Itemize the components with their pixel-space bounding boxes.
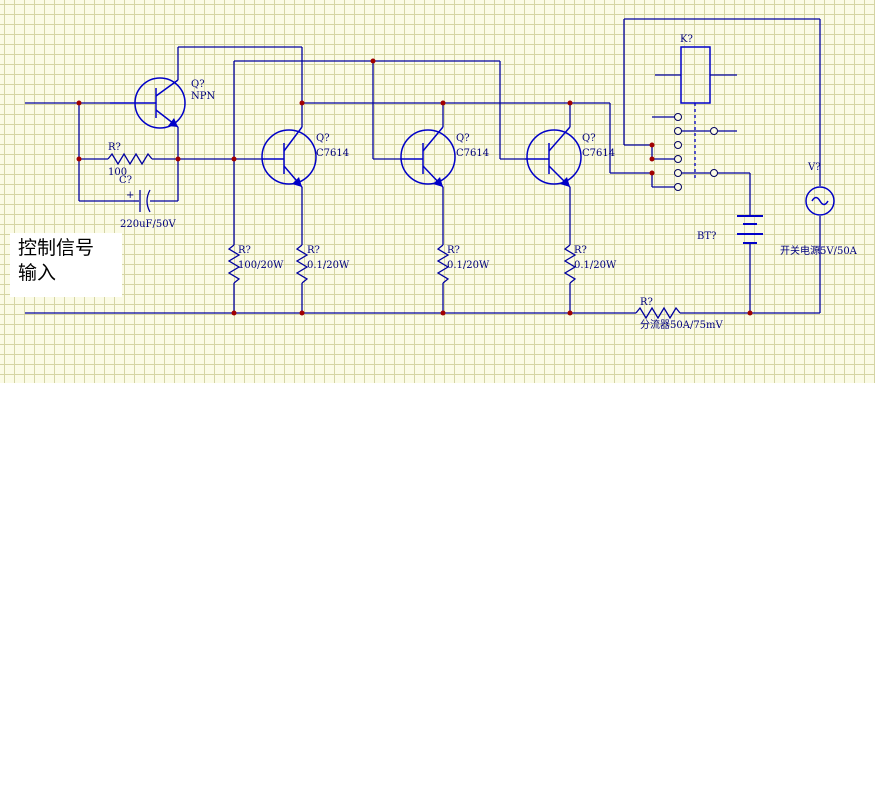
- junction-dots: [76, 58, 753, 316]
- r5-ref-label: R?: [574, 245, 587, 256]
- r1-ref-label: R?: [108, 142, 121, 153]
- c1-value-label: 220uF/50V: [120, 219, 177, 230]
- battery-ref-label: BT?: [697, 231, 716, 242]
- r2-value-label: 100/20W: [238, 260, 284, 271]
- transistor-q4: [525, 126, 582, 188]
- relay-ref-label: K?: [680, 34, 693, 45]
- transistor-q1: [110, 77, 186, 129]
- q2-type-label: C7614: [316, 148, 349, 159]
- q3-type-label: C7614: [456, 148, 489, 159]
- shunt-ref-label: R?: [640, 297, 653, 308]
- q4-type-label: C7614: [582, 148, 615, 159]
- capacitor-c1: [133, 189, 151, 213]
- battery-bt: [737, 215, 763, 244]
- r4-value-label: 0.1/20W: [447, 260, 490, 271]
- resistor-r3: [295, 244, 309, 284]
- component-labels: Q? NPN Q? C7614 Q? C7614 Q? C7614 R? 100…: [108, 34, 858, 331]
- source-ref-label: V?: [807, 162, 821, 173]
- source-value-label: 开关电源5V/50A: [780, 244, 858, 257]
- resistor-r1: [107, 152, 153, 166]
- resistor-r4: [436, 244, 450, 284]
- r3-value-label: 0.1/20W: [307, 260, 350, 271]
- shunt-value-label: 分流器50A/75mV: [640, 318, 724, 331]
- transistor-q2: [261, 126, 317, 188]
- voltage-source-v: [805, 186, 835, 216]
- c1-plus-label: +: [126, 190, 134, 201]
- resistor-r5: [563, 244, 577, 284]
- r2-ref-label: R?: [238, 245, 251, 256]
- transistor-q3: [400, 126, 456, 188]
- circuit-diagram: Q? NPN Q? C7614 Q? C7614 Q? C7614 R? 100…: [25, 18, 858, 331]
- schematic-canvas: Q? NPN Q? C7614 Q? C7614 Q? C7614 R? 100…: [0, 0, 875, 383]
- shunt-resistor: [635, 306, 681, 320]
- q1-type-label: NPN: [191, 91, 215, 102]
- relay-k: [652, 46, 737, 191]
- q1-ref-label: Q?: [191, 79, 205, 90]
- r3-ref-label: R?: [307, 245, 320, 256]
- q4-ref-label: Q?: [582, 133, 596, 144]
- q2-ref-label: Q?: [316, 133, 330, 144]
- wires: [25, 18, 821, 314]
- note-box: [10, 233, 122, 297]
- r1-value-label: 100: [108, 167, 127, 178]
- r5-value-label: 0.1/20W: [574, 260, 617, 271]
- resistor-r2: [227, 244, 241, 284]
- control-signal-input-note: 控制信号 输入: [18, 237, 95, 284]
- c1-ref-label: C?: [119, 175, 132, 186]
- r4-ref-label: R?: [447, 245, 460, 256]
- q3-ref-label: Q?: [456, 133, 470, 144]
